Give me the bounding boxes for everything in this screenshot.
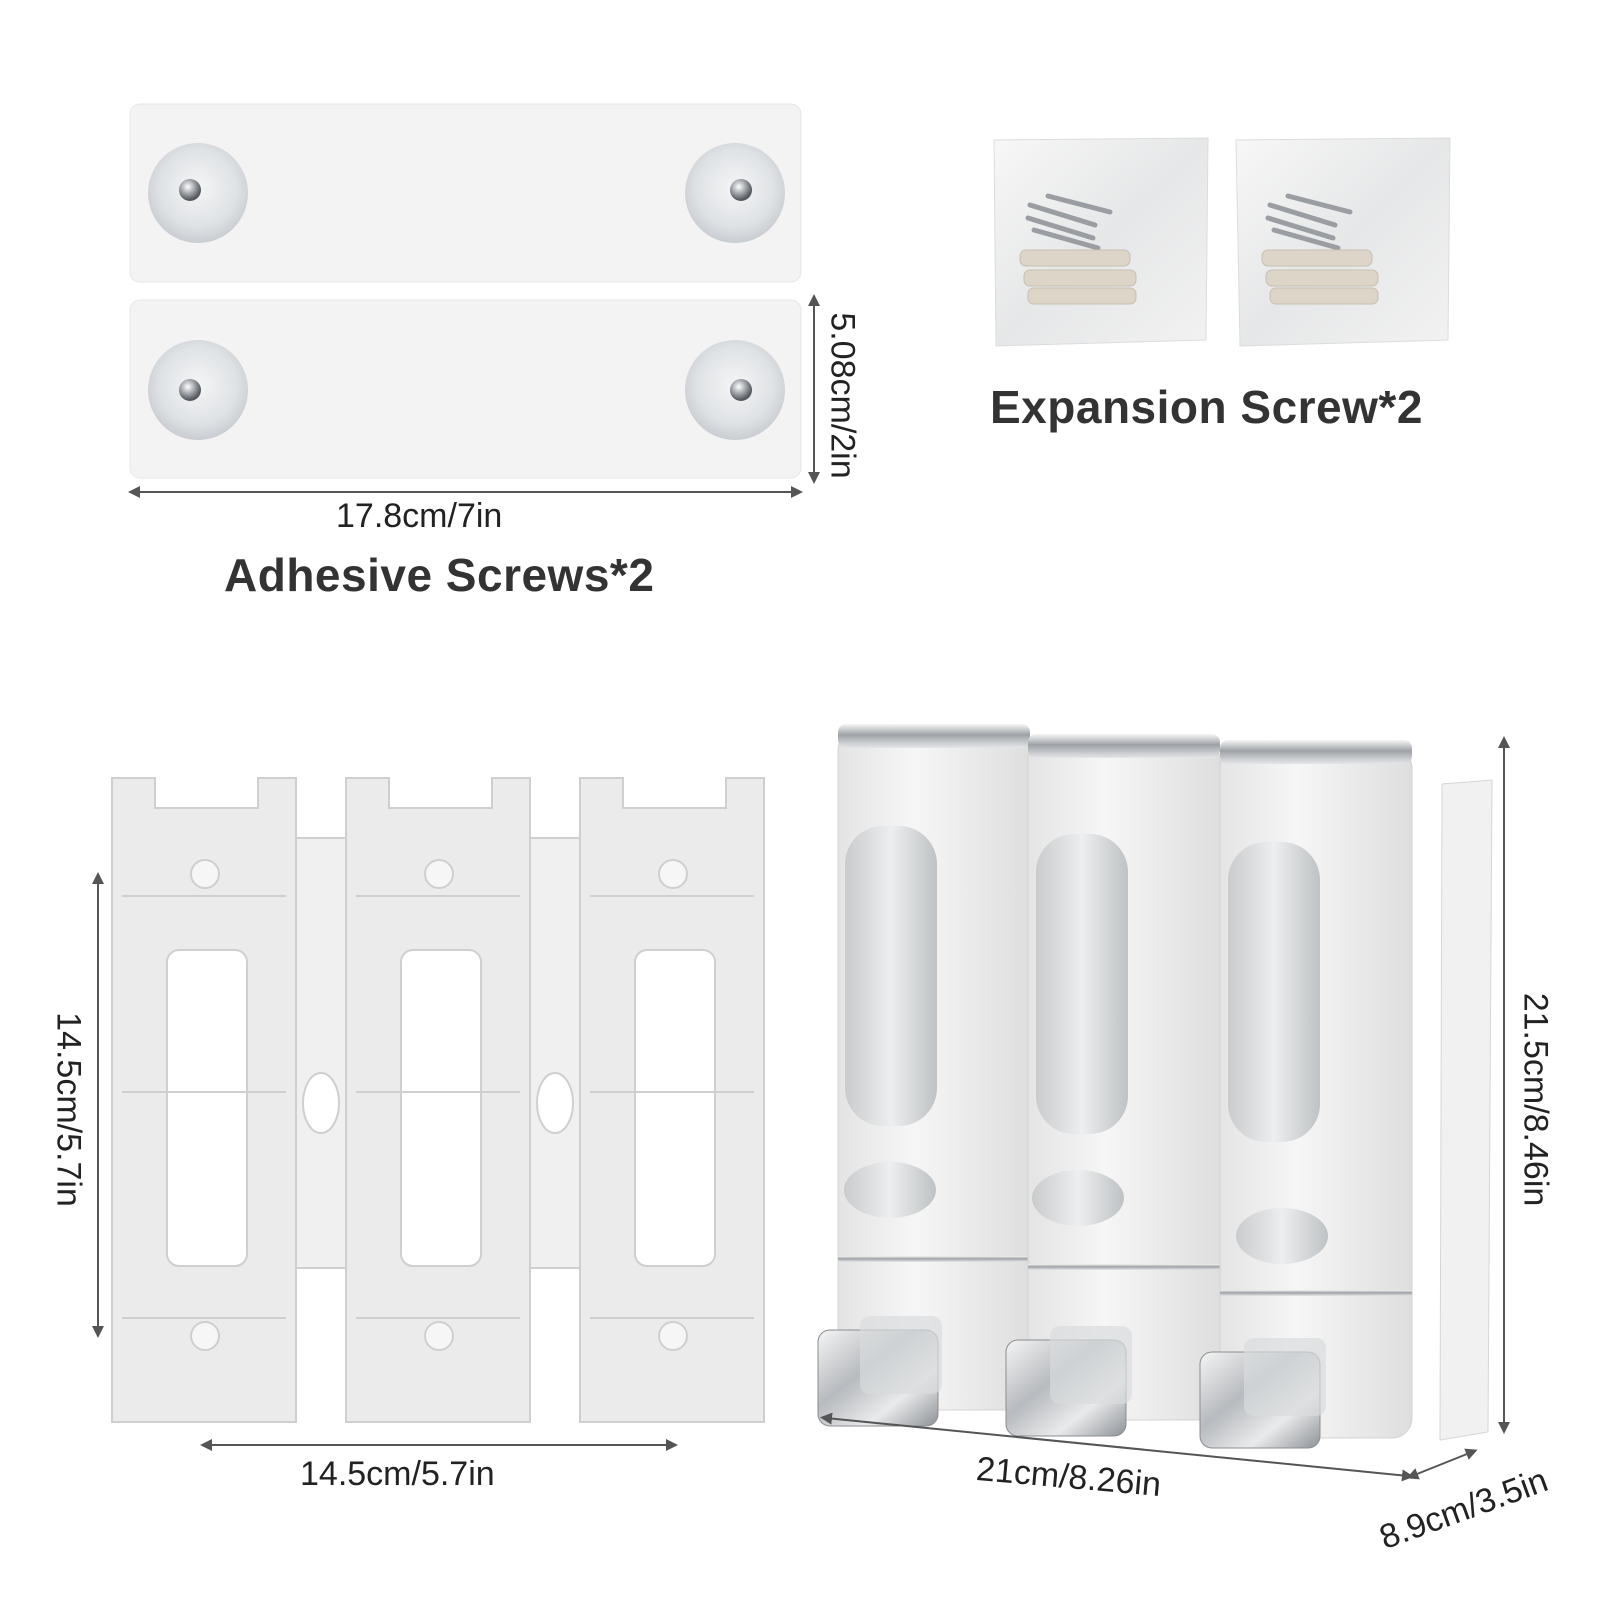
pump-button-3 bbox=[1199, 1338, 1326, 1449]
expansion-screw-title: Expansion Screw*2 bbox=[990, 381, 1423, 433]
screw-bag-right bbox=[1235, 137, 1451, 347]
adhesive-width-label: 17.8cm/7in bbox=[336, 497, 503, 535]
bracket-rail-1 bbox=[111, 777, 297, 1423]
dispenser-chamber-2 bbox=[1005, 734, 1221, 1437]
bracket-rail-3 bbox=[579, 777, 765, 1423]
suction-cup-icon bbox=[685, 143, 785, 243]
mounting-bracket bbox=[111, 777, 765, 1423]
soap-dispenser bbox=[817, 724, 1493, 1449]
pump-button-2 bbox=[1005, 1326, 1132, 1437]
suction-cup-icon bbox=[685, 340, 785, 440]
bracket-width-label: 14.5cm/5.7in bbox=[300, 1455, 495, 1493]
dispenser-height-label: 21.5cm/8.46in bbox=[1516, 992, 1555, 1207]
dispenser-chamber-3 bbox=[1199, 740, 1413, 1449]
suction-cup-icon bbox=[148, 340, 248, 440]
bracket-rail-2 bbox=[345, 777, 531, 1423]
dispenser-width-line bbox=[820, 1412, 1414, 1482]
adhesive-plate-top bbox=[129, 103, 802, 283]
adhesive-screws-title: Adhesive Screws*2 bbox=[224, 549, 655, 601]
adhesive-height-label: 5.08cm/2in bbox=[823, 312, 862, 479]
dispenser-depth-line bbox=[1406, 1448, 1478, 1480]
suction-cup-icon bbox=[148, 143, 248, 243]
adhesive-plate-bottom bbox=[129, 299, 802, 479]
screw-icon bbox=[1265, 193, 1353, 251]
screw-bag-left bbox=[993, 137, 1209, 347]
screw-icon bbox=[1025, 193, 1113, 251]
wall-plug-icon bbox=[1019, 249, 1137, 305]
bracket-height-label: 14.5cm/5.7in bbox=[49, 1012, 88, 1207]
dispenser-chamber-1 bbox=[817, 724, 1031, 1427]
pump-button-1 bbox=[817, 1316, 942, 1427]
wall-plug-icon bbox=[1261, 249, 1379, 305]
